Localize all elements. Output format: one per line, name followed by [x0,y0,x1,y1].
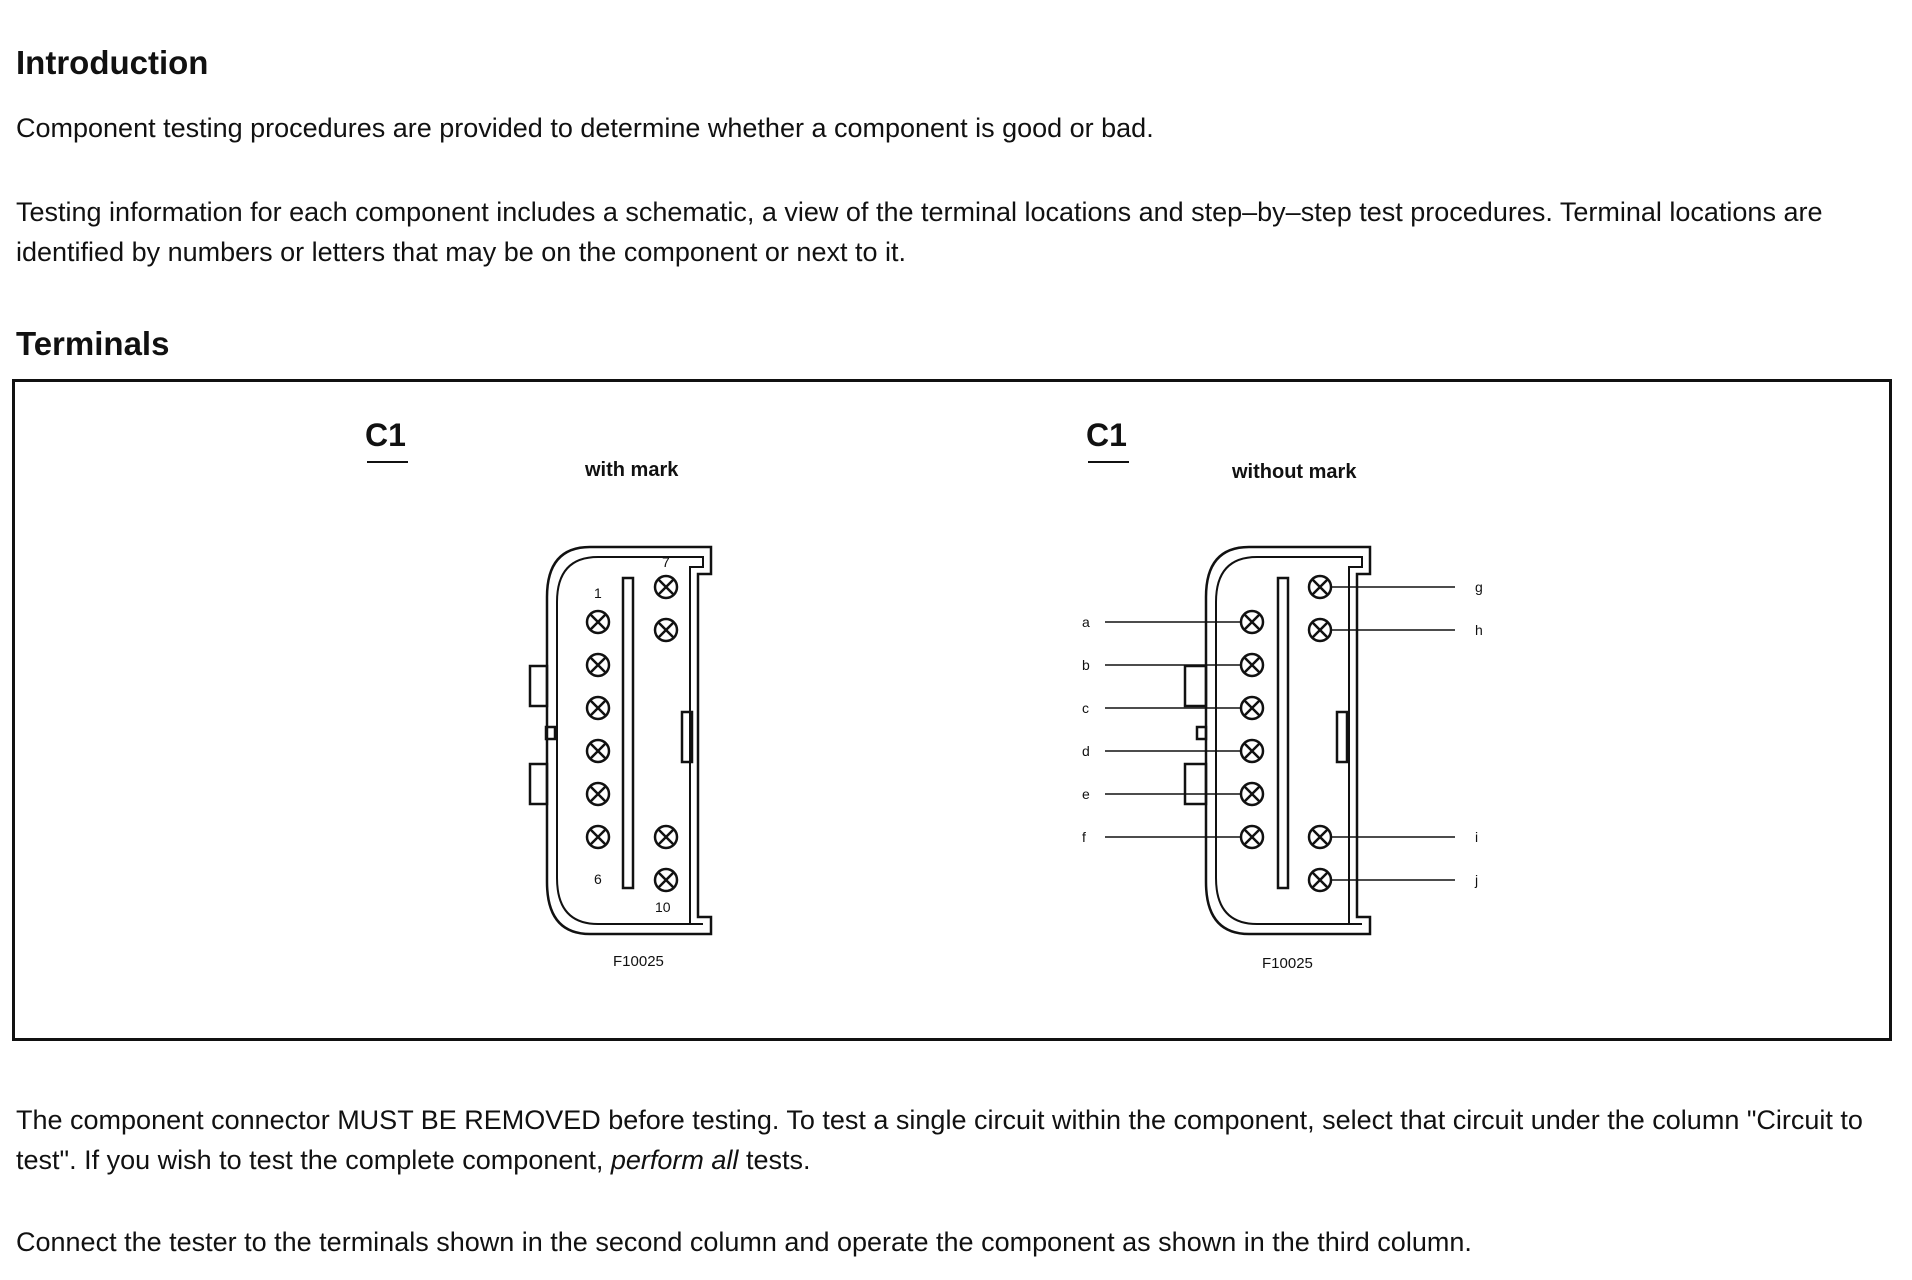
right-connector-divider [1276,576,1290,890]
pin-terminal [1239,824,1265,850]
pin-terminal [1239,652,1265,678]
left-connector-divider [621,576,635,890]
right-leader-lines [1105,586,1455,881]
note-paragraph-1-emphasis: perform all [610,1145,739,1175]
right-connector-latch-upper [1183,664,1208,708]
left-pin-labels: 1 6 7 10 [594,554,671,915]
pin-terminal [585,781,611,807]
pin-label-1: 1 [594,585,602,601]
pin-label-h: h [1475,622,1483,638]
pin-label-7: 7 [662,554,670,570]
pin-terminal [653,574,679,600]
pin-label-6: 6 [594,871,602,887]
right-connector-latch-lower [1183,762,1208,806]
pin-label-j: j [1474,872,1478,888]
pin-terminal [1239,738,1265,764]
note-paragraph-2: Connect the tester to the terminals show… [16,1227,1472,1257]
pin-label-g: g [1475,579,1483,595]
pin-terminal [585,609,611,635]
pin-terminal [1239,781,1265,807]
intro-paragraph-2: Testing information for each component i… [16,197,1823,267]
right-pin-labels: a b c d e f g h i j [1082,579,1483,888]
pin-label-i: i [1475,829,1478,845]
pin-label-d: d [1082,743,1090,759]
pin-terminal [1307,617,1333,643]
pin-label-f: f [1082,829,1086,845]
pin-terminal [585,738,611,764]
left-connector-housing [545,545,713,936]
pin-terminal [1239,609,1265,635]
pin-label-c: c [1082,700,1089,716]
left-figure-id: F10025 [613,953,664,970]
pin-terminal [653,867,679,893]
pin-terminal [1307,574,1333,600]
pin-terminal [585,695,611,721]
left-connector-housing-inner [556,556,704,925]
left-connector-caption: with mark [584,459,679,481]
connector-diagrams: C1 with mark 1 [365,417,1483,972]
terminals-diagram-box: C1 with mark 1 [12,379,1892,1041]
introduction-heading: Introduction [16,44,209,81]
right-pins [1239,574,1333,893]
pin-label-e: e [1082,786,1090,802]
pin-terminal [1307,824,1333,850]
right-connector-housing-inner [1215,556,1363,925]
right-connector: C1 without mark [1082,417,1483,972]
pin-label-a: a [1082,614,1090,630]
left-pins [585,574,679,893]
right-connector-latch-middle [1195,725,1208,741]
left-connector-side-tab [680,710,694,764]
pin-terminal [585,652,611,678]
note-paragraph-1-text: The component connector MUST BE REMOVED … [16,1105,1863,1175]
right-connector-housing [1204,545,1372,936]
left-connector-latch-lower [528,762,549,806]
pin-terminal [653,824,679,850]
note-paragraph-1: The component connector MUST BE REMOVED … [16,1100,1896,1180]
right-connector-side-tab [1335,710,1349,764]
pin-label-b: b [1082,657,1090,673]
right-connector-name: C1 [1086,417,1127,453]
left-connector-latch-middle [544,725,557,741]
pin-terminal [653,617,679,643]
pin-terminal [1307,867,1333,893]
note-paragraph-1-end: tests. [738,1145,811,1175]
pin-label-10: 10 [655,899,671,915]
pin-terminal [1239,695,1265,721]
pin-terminal [585,824,611,850]
intro-paragraph-1: Component testing procedures are provide… [16,113,1154,143]
terminals-heading: Terminals [16,325,170,362]
left-connector-name: C1 [365,417,406,453]
left-connector-latch-upper [528,664,549,708]
left-connector: C1 with mark 1 [365,417,713,970]
right-connector-caption: without mark [1231,461,1357,483]
right-figure-id: F10025 [1262,955,1313,972]
